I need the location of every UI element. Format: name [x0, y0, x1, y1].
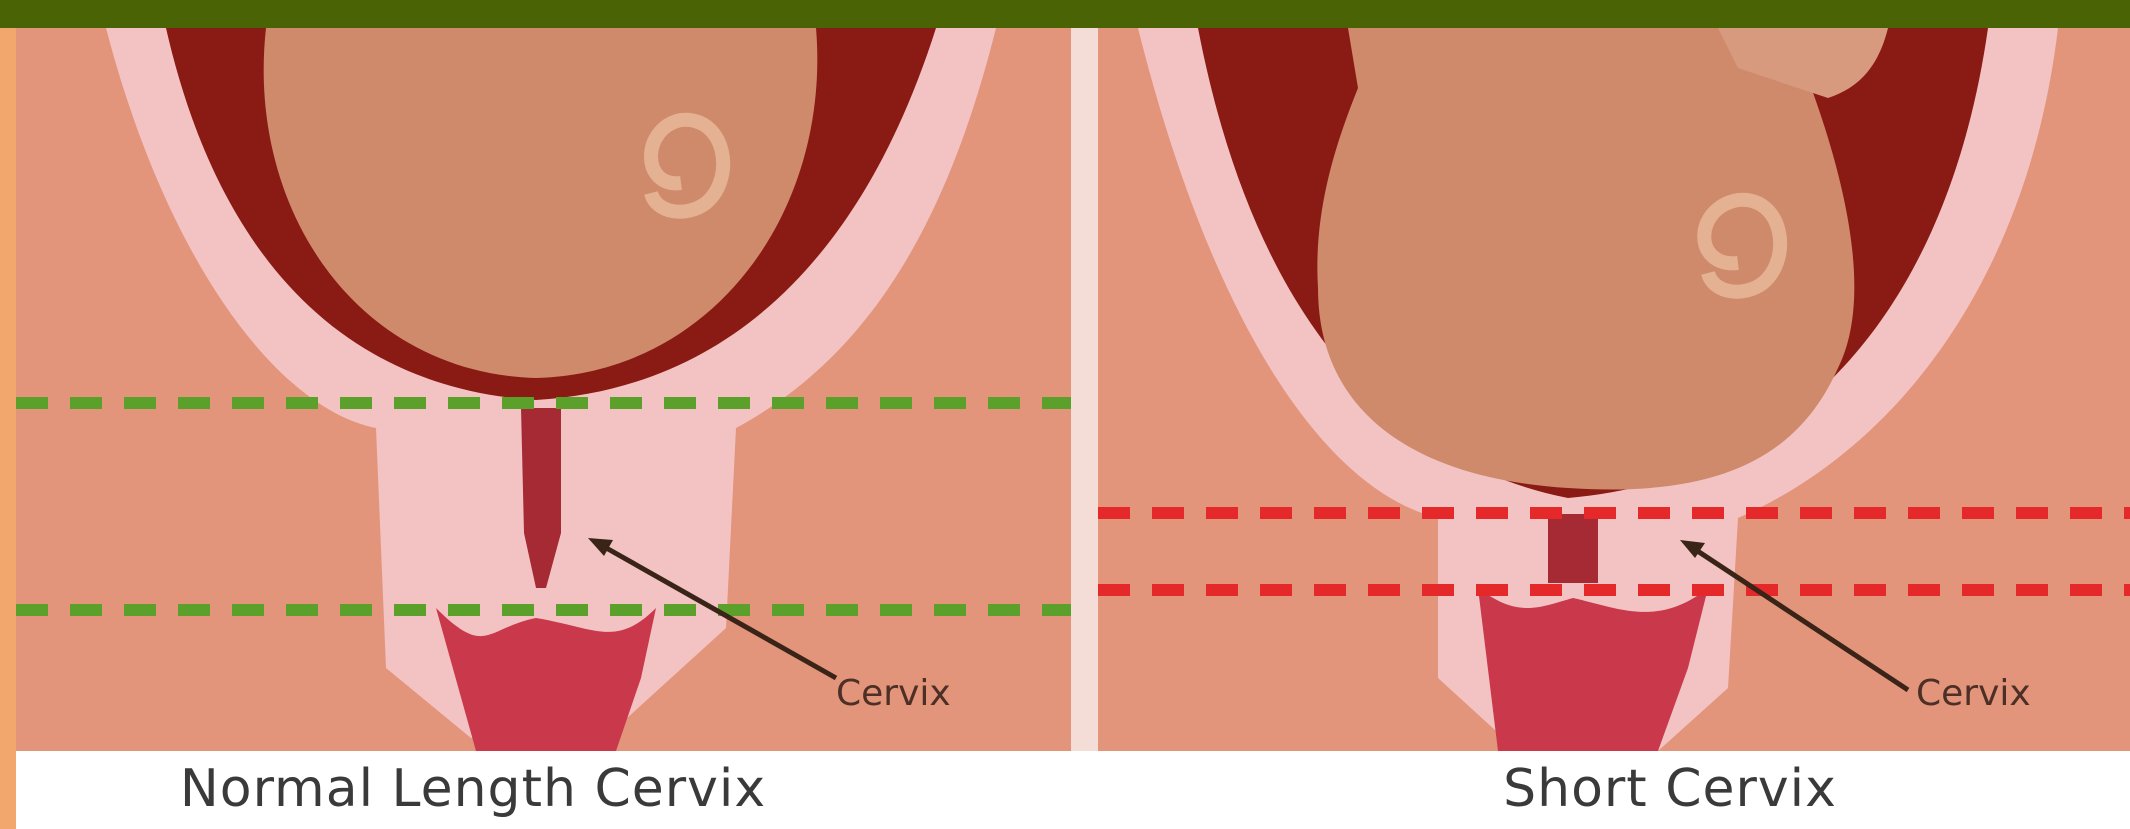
short-cervix-illustration: Cervix — [1098, 28, 2130, 751]
caption-area-short: Short Cervix — [1080, 751, 2130, 829]
normal-cervix-illustration: Cervix — [16, 28, 1071, 751]
cervical-canal — [1548, 514, 1598, 583]
caption-area-normal: Normal Length Cervix — [16, 751, 1080, 829]
normal-cervix-svg: Cervix — [16, 28, 1071, 751]
cervix-pointer-label: Cervix — [1916, 673, 2031, 714]
caption-normal-length-cervix: Normal Length Cervix — [16, 759, 1080, 819]
cervix-pointer-label: Cervix — [836, 673, 951, 714]
left-border-strip — [0, 28, 16, 829]
short-cervix-svg: Cervix — [1098, 28, 2130, 751]
top-bar — [0, 0, 2130, 28]
caption-short-cervix: Short Cervix — [1080, 759, 2130, 819]
panel-divider — [1071, 28, 1098, 751]
